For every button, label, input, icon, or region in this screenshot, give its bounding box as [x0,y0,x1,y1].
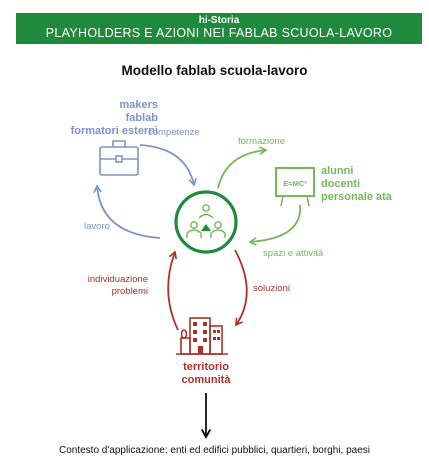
flow-label-individuazione-line1: individuazione [87,274,148,285]
arrow-competenze [139,144,197,187]
arrow-soluzioni [234,249,248,327]
footer-context: Contesto d'applicazione: enti ed edifici… [59,445,370,456]
actor-territorio: territorio [183,361,229,373]
blackboard-icon: E=MC² [275,167,315,207]
actor-formatori: formatori esterni [70,125,158,137]
flow-label-competenze: competenze [148,127,200,138]
arrow-spazi [248,204,301,246]
flow-label-formazione: formazione [238,136,285,147]
external-actors-group: makers fablab [92,99,158,125]
flow-label-lavoro: lavoro [84,221,110,232]
flow-label-individuazione-line2: problemi [111,286,148,297]
briefcase-icon [99,140,139,176]
territory-group: territorio comunità [156,361,256,387]
arrow-lavoro [93,184,161,239]
flow-label-soluzioni: soluzioni [253,283,290,294]
actor-makers: makers [119,99,158,111]
actor-personale: personale ata [321,191,392,203]
flow-label-spazi: spazi e attività [263,248,324,259]
diagram-title: Modello fablab scuola-lavoro [121,63,308,78]
actor-docenti: docenti [321,178,361,190]
actor-comunita: comunità [181,374,231,386]
buildings-icon [176,317,228,355]
blackboard-text: E=MC² [283,179,307,188]
header-title: PLAYHOLDERS E AZIONI NEI FABLAB SCUOLA-L… [45,26,393,40]
actor-formatori-wrapper: formatori esterni [60,125,158,138]
actor-fablab: fablab [125,112,158,124]
header-banner: hi-Storia PLAYHOLDERS E AZIONI NEI FABLA… [16,13,422,44]
header-kicker: hi-Storia [198,15,240,26]
hub-people-icon [174,190,238,254]
flow-label-individuazione: individuazione problemi [62,274,148,298]
school-actors-group: alunni docenti personale ata [321,165,392,204]
actor-alunni: alunni [321,165,354,177]
arrow-individuazione [167,250,179,331]
arrow-formazione [217,146,268,189]
